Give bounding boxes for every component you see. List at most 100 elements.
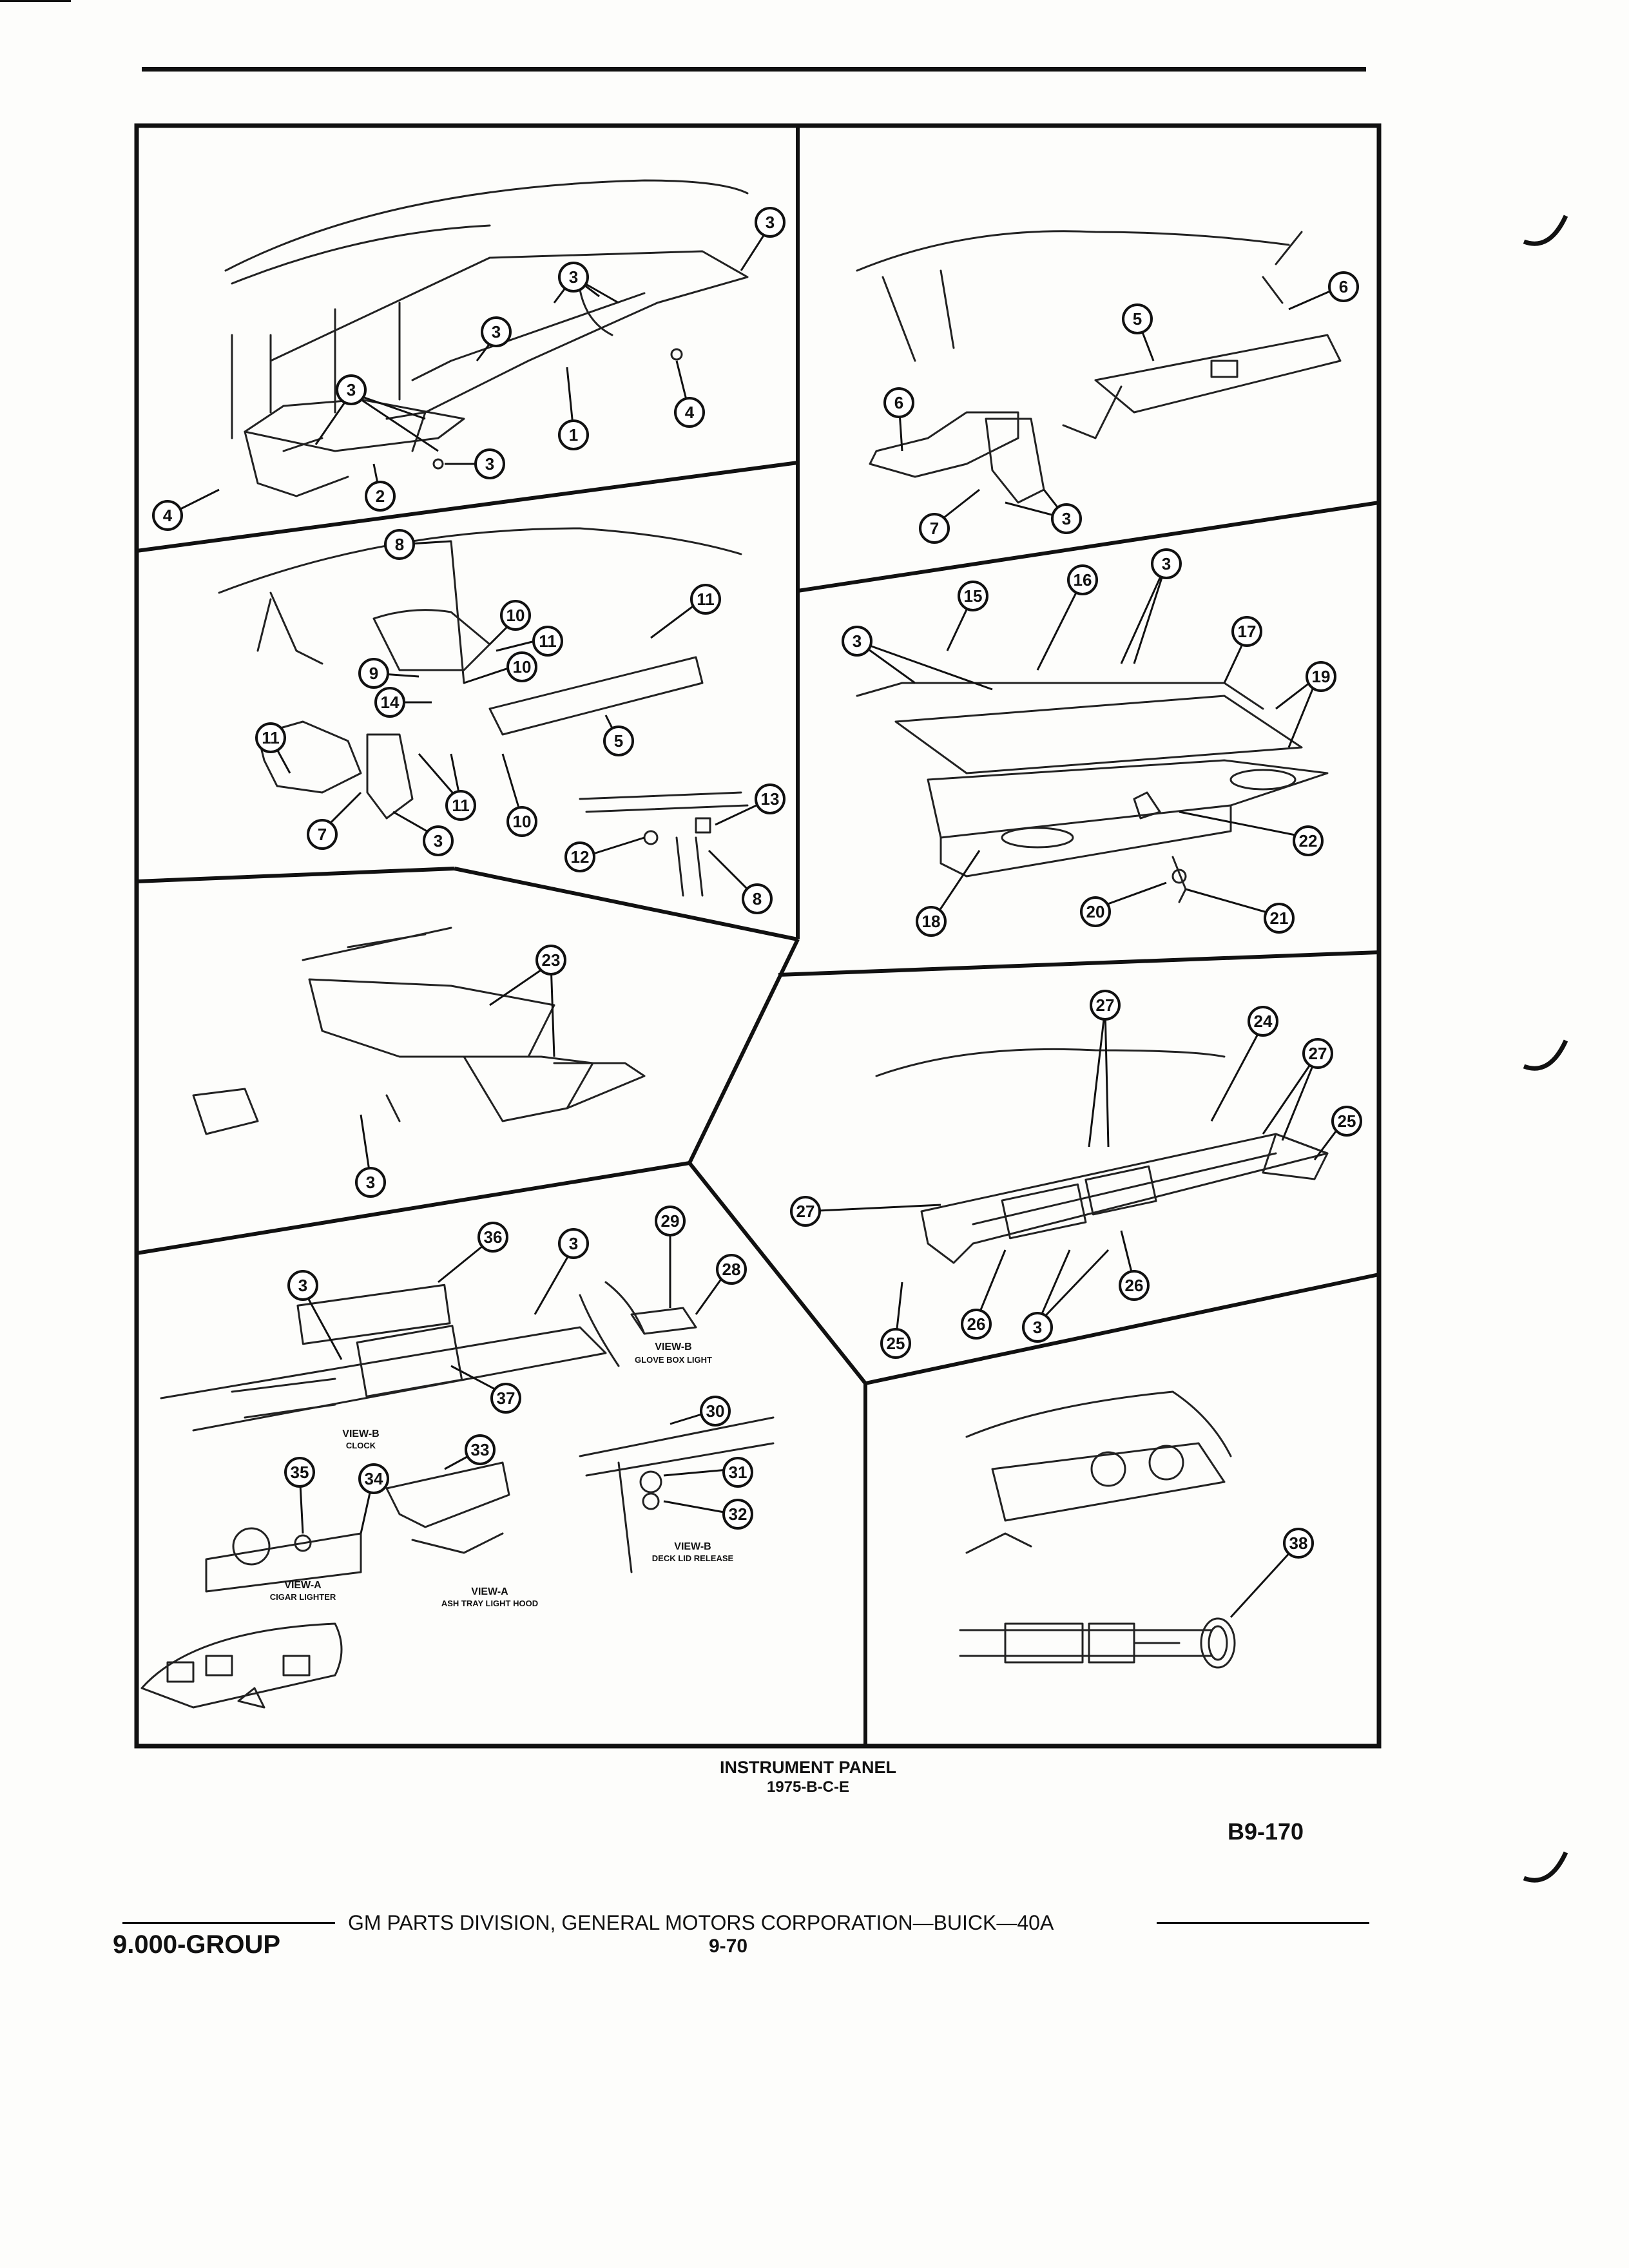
figure-caption-title: INSTRUMENT PANEL [720,1758,896,1777]
callout-label: 25 [887,1334,905,1353]
binder-ring-mark [1523,1039,1568,1071]
callout-label: 15 [964,586,983,606]
view-label-sub: CLOCK [346,1441,376,1450]
callout: 29 [655,1206,686,1236]
callout: 32 [722,1499,753,1530]
callout-label: 10 [506,606,525,625]
binder-ring-mark [1523,1851,1568,1883]
callout-label: 3 [766,213,775,232]
callout: 17 [1231,616,1262,647]
callout: 24 [1248,1006,1278,1037]
callout-label: 35 [291,1463,309,1482]
callout: 27 [1090,990,1121,1021]
view-label-title: VIEW-B [655,1341,691,1352]
callout: 6 [883,387,914,418]
divider-p2-p4 [797,501,1380,593]
callout: 23 [535,945,566,975]
callout-label: 32 [729,1504,747,1524]
callout-label: 4 [685,403,695,422]
callout: 2 [365,481,396,512]
divider-diag-1 [688,938,800,1164]
callout-label: 26 [1125,1276,1144,1295]
callout-label: 3 [492,322,501,341]
callout: 30 [700,1396,731,1427]
callout-label: 17 [1238,622,1257,641]
panel-2-drawing [856,230,1342,504]
callout-label: 3 [1162,554,1171,573]
callout-label: 11 [262,728,280,747]
callout-bubbles: 3 3 3 3 3 4 1 2 4 6 5 6 3 7 8 10 11 11 9… [152,207,1362,1559]
callout: 5 [1122,303,1153,334]
callout: 22 [1293,825,1324,856]
callout-label: 6 [894,393,903,412]
callout-label: 8 [753,889,762,908]
callout-label: 5 [1133,309,1142,329]
callout-label: 28 [722,1260,741,1279]
callout-label: 27 [1309,1044,1327,1063]
callout: 14 [374,687,405,718]
callout-label: 26 [967,1314,986,1334]
callout-label: 5 [614,731,623,751]
panel-5-drawing [192,927,646,1135]
callout-label: 2 [376,486,385,506]
callout: 6 [1328,271,1359,302]
callout-label: 22 [1299,831,1318,850]
callout: 11 [532,626,563,657]
callout-label: 3 [485,454,494,474]
callout-label: 6 [1339,277,1348,296]
callout-label: 13 [761,789,780,809]
callout-label: 20 [1086,902,1105,921]
callout-label: 3 [434,831,443,850]
callout: 11 [445,790,476,821]
view-label-sub: ASH TRAY LIGHT HOOD [441,1599,538,1608]
callout: 12 [564,841,595,872]
panel-3-drawing [218,527,749,897]
top-left-scan-edge [0,0,71,2]
callout-label: 7 [930,519,939,538]
view-label-sub: CIGAR LIGHTER [270,1592,336,1602]
callout: 35 [284,1457,315,1488]
view-label-title: VIEW-B [674,1541,711,1552]
callout: 10 [500,600,531,631]
callout-label: 21 [1270,908,1289,928]
callout-label: 10 [513,812,532,831]
callout: 38 [1283,1528,1314,1559]
callout-label: 8 [395,535,404,554]
view-label-title: VIEW-A [284,1580,322,1591]
top-rule [142,67,1366,72]
callout: 3 [355,1167,386,1198]
callout-label: 19 [1312,667,1331,686]
callout: 8 [384,529,415,560]
callout: 7 [307,819,338,850]
divider-p1-p3 [136,461,798,553]
callout: 4 [674,397,705,428]
callout: 3 [287,1270,318,1301]
callout: 33 [465,1434,496,1465]
callout-label: 33 [471,1440,490,1459]
divider-p4-p6 [778,950,1380,977]
callout: 7 [919,513,950,544]
callout: 26 [961,1309,992,1340]
callout-label: 3 [569,1234,578,1253]
leader-lines [167,225,1345,1619]
callout: 3 [1022,1312,1053,1343]
callout-label: 7 [318,825,327,844]
callout: 3 [1051,503,1082,534]
callout-label: 27 [1096,995,1115,1015]
callout-label: 11 [697,590,715,609]
callout-label: 18 [922,912,941,931]
callout: 10 [506,806,537,837]
callout-label: 25 [1338,1111,1356,1131]
binder-ring-mark [1523,215,1568,246]
callout-label: 31 [729,1463,747,1482]
callout: 5 [603,726,634,756]
callout: 3 [755,207,786,238]
callout-label: 10 [513,657,532,677]
view-labels: VIEW-B GLOVE BOX LIGHT VIEW-B CLOCK VIEW… [270,1341,734,1608]
callout-label: 14 [381,693,400,712]
callout-label: 16 [1074,570,1092,590]
callout-label: 3 [1033,1318,1042,1337]
callout: 37 [490,1383,521,1414]
view-label-sub: DECK LID RELEASE [652,1553,734,1563]
callout-label: 3 [853,631,862,651]
